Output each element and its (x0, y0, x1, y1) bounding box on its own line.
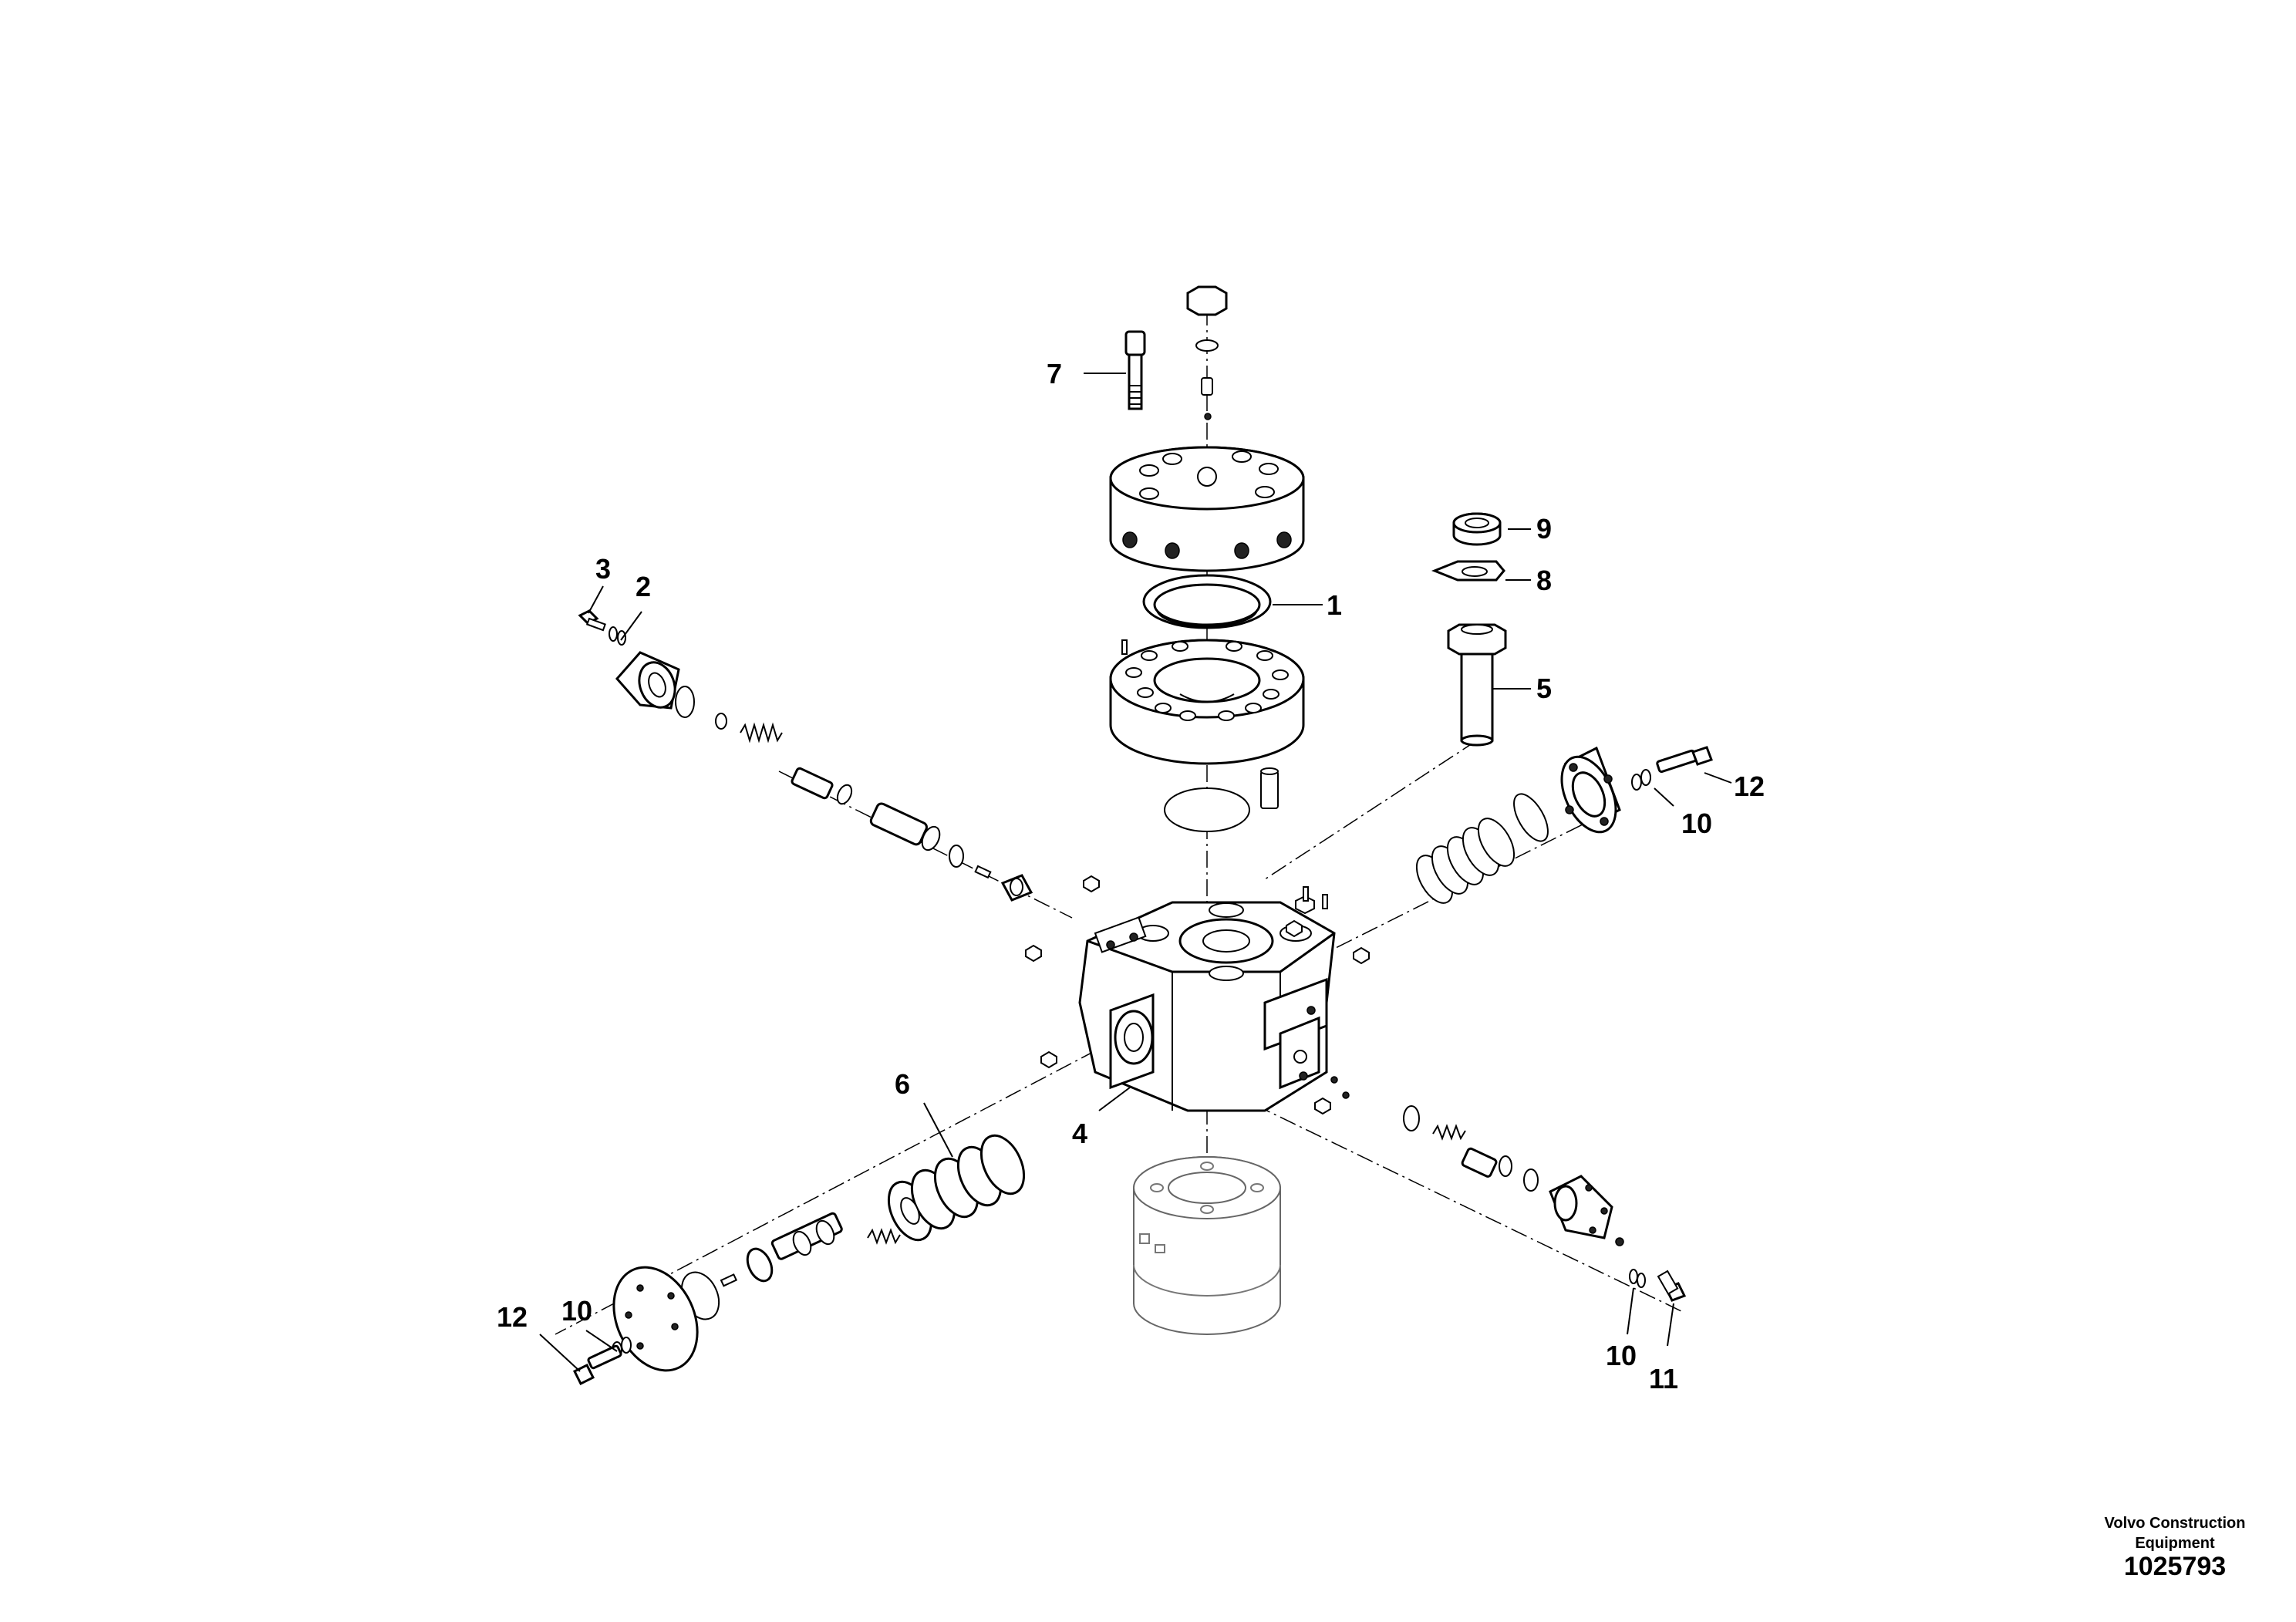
callout-9: 9 (1536, 513, 1552, 545)
centre-lines (555, 309, 1682, 1335)
spool-sleeve-part-6 (887, 1134, 1026, 1242)
callout-5: 5 (1536, 673, 1552, 704)
leader-lines (539, 373, 1732, 1372)
o-ring-lower-right (1523, 1168, 1539, 1192)
callout-11: 11 (1649, 1363, 1678, 1394)
small-ring-upper-left (715, 713, 727, 730)
callout-3: 3 (595, 553, 611, 585)
stud-part-5 (1447, 623, 1507, 747)
ring-lower-right (1403, 1105, 1420, 1131)
small-pin-left (974, 865, 992, 879)
poppet-lower-right (1461, 1147, 1512, 1178)
housing-fittings (1025, 875, 1370, 1115)
company-name: Volvo Construction Equipment (2104, 1515, 2246, 1552)
callout-12-left-lower: 12 (497, 1301, 528, 1333)
o-ring-upper-left (675, 686, 695, 718)
valve-plate (1109, 639, 1305, 809)
seal-ring-part-1 (1142, 574, 1272, 629)
cap-screw-lower-left-part-12 (572, 1344, 622, 1386)
top-cover-plate (1109, 446, 1305, 572)
callout-8: 8 (1536, 565, 1552, 596)
cap-screw-lower-right-part-11 (1657, 1270, 1687, 1302)
cap-screw-part-7 (1124, 330, 1146, 410)
top-plug (1186, 285, 1228, 420)
drawing-number: 1025793 (2123, 1552, 2227, 1581)
spacer-disc (1164, 787, 1250, 832)
callout-labels: 1 2 3 4 5 6 7 8 9 10 10 10 11 12 12 (497, 358, 1765, 1394)
callout-7: 7 (1047, 358, 1062, 389)
callout-2: 2 (636, 571, 651, 602)
left-upper-cover (615, 651, 680, 710)
callout-1: 1 (1327, 589, 1342, 621)
small-part-lower-right (1615, 1237, 1624, 1246)
reference-cylinder-ghost (1133, 1156, 1281, 1335)
small-screw-part-3 (578, 609, 606, 632)
washers-part-2 (609, 626, 626, 646)
spring-lower-right (1432, 1124, 1466, 1141)
nut-part-9 (1452, 512, 1502, 546)
callout-10-right-upper: 10 (1681, 808, 1712, 839)
small-pin-lower-left (720, 1273, 738, 1287)
callout-10-right-lower: 10 (1606, 1340, 1637, 1371)
callout-6: 6 (895, 1068, 910, 1100)
main-housing-part-4 (1078, 901, 1336, 1112)
lower-left-cover (612, 1266, 699, 1372)
washers-lower-right-part-10 (1629, 1269, 1646, 1288)
spring-lower-left (867, 1228, 901, 1245)
right-end-cap (1560, 746, 1621, 834)
right-o-ring (1513, 793, 1549, 842)
cap-screw-upper-right-part-12 (1656, 746, 1713, 774)
callout-4: 4 (1072, 1118, 1087, 1149)
lock-washer-part-8 (1431, 560, 1505, 582)
spool-upper-left (791, 767, 941, 851)
callout-12-right-upper: 12 (1734, 771, 1765, 802)
o-ring-spool-left (949, 845, 964, 868)
plug-left (1000, 874, 1033, 902)
spring-upper-left (740, 722, 783, 744)
large-spring (1415, 818, 1515, 904)
right-washers-upper (1631, 769, 1651, 791)
callout-10-left-lower: 10 (561, 1295, 592, 1327)
lower-right-cover (1549, 1175, 1613, 1239)
spool-lower-left (746, 1212, 843, 1283)
